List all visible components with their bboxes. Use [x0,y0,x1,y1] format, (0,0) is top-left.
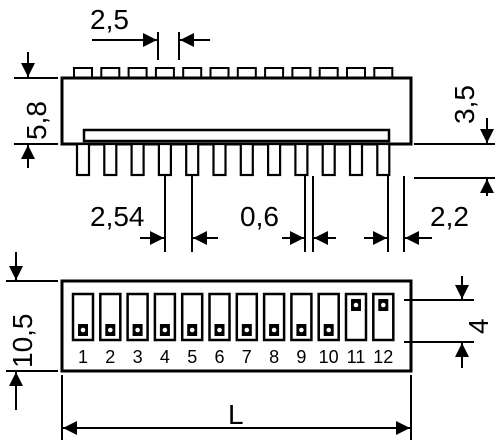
label-length: L [228,399,244,430]
side-view [60,67,413,177]
switch-indicator-dot [299,327,304,333]
switch-number: 2 [105,347,115,367]
top-tabs [73,67,394,79]
switch-number: 10 [319,347,339,367]
label-depth: 10,5 [7,314,38,369]
label-pin-length: 2,2 [430,201,469,232]
dim-switch-height: 4 [404,276,494,368]
label-pitch-mid: 2,54 [90,201,145,232]
switch-number: 1 [78,347,88,367]
side-pin [130,142,145,177]
label-pin-width: 0,6 [240,201,279,232]
switch-number: 12 [373,347,393,367]
switch-indicator-dot [108,327,113,333]
side-pin [157,142,172,177]
switch-indicator-dot [381,302,386,308]
switch-indicator-dot [244,327,250,333]
switch-indicator-dot [135,327,140,333]
switch-indicator-dot [217,327,222,333]
side-base-strip [82,128,391,143]
label-height-right: 3,5 [449,85,480,124]
switch-number: 5 [187,347,197,367]
dim-pitch-top: 2,5 [90,4,210,60]
switch-number: 8 [269,347,279,367]
dip-switch-1[interactable] [71,292,95,342]
side-pin [267,142,282,177]
switch-number: 11 [347,347,366,367]
switch-indicator-dot [189,327,195,333]
dip-switch-10[interactable] [317,292,340,342]
switch-number: 7 [242,347,252,367]
side-pin [212,142,227,177]
side-pin [348,142,364,177]
dip-switch-5[interactable] [180,292,204,342]
switch-number: 3 [133,347,143,367]
side-pins [75,142,391,177]
dim-height-right: 3,5 [414,85,495,196]
label-height-body: 5,8 [21,101,52,140]
dim-length: L [61,375,412,440]
dip-switch-12[interactable] [372,292,395,342]
dip-switch-6[interactable] [208,292,231,342]
dip-switch-3[interactable] [126,292,149,342]
dip-switch-8[interactable] [262,292,286,342]
switch-indicator-dot [271,327,277,333]
dip-switch-9[interactable] [290,292,313,342]
side-pin [239,142,254,177]
dip-switch-4[interactable] [153,292,177,342]
switch-number: 4 [160,347,170,367]
switch-number: 6 [214,347,224,367]
switch-array [71,292,395,342]
label-pitch-top: 2,5 [90,4,129,35]
side-pin [376,142,391,177]
dip-switch-2[interactable] [99,292,122,342]
side-pin [103,142,118,177]
label-switch-height: 4 [463,318,494,334]
dip-switch-7[interactable] [235,292,259,342]
switch-indicator-dot [162,327,168,333]
side-pin [294,142,309,177]
dim-middle-row: 2,54 0,6 2,2 [90,176,469,252]
switch-indicator-dot [326,327,332,333]
switch-indicator-dot [80,327,86,333]
side-pin [75,142,91,177]
dim-depth: 10,5 [6,252,58,410]
dip-switch-11[interactable] [344,292,368,342]
side-pin [321,142,336,177]
switch-number: 9 [296,347,306,367]
side-pin [185,142,200,177]
switch-indicator-dot [353,302,359,308]
dim-height-body: 5,8 [14,52,58,168]
